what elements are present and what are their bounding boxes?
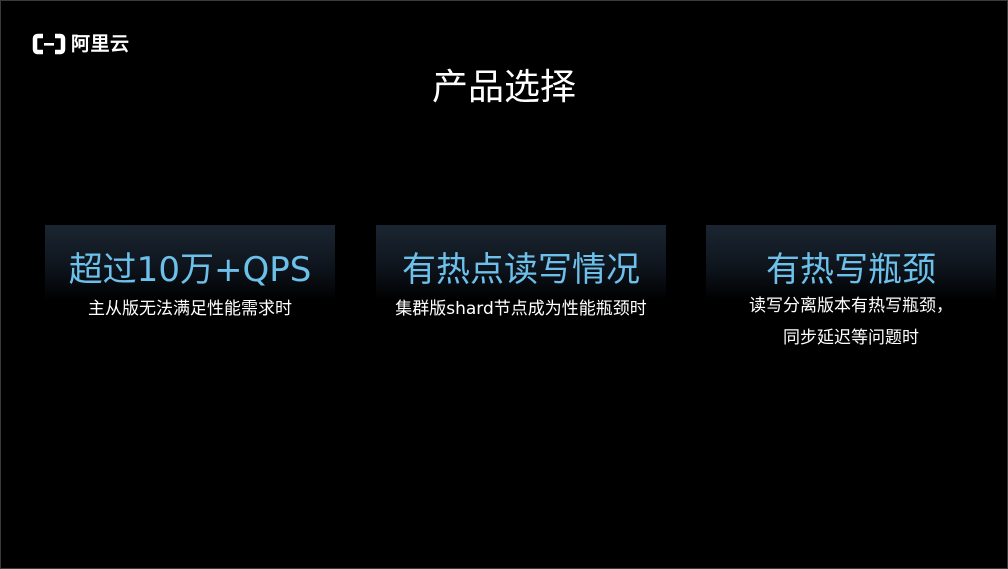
card-description-line: 读写分离版本有热写瓶颈， xyxy=(749,296,953,316)
card-headline: 有热点读写情况 xyxy=(402,250,640,290)
card-description: 主从版无法满足性能需求时 xyxy=(25,293,355,325)
card-headline: 有热写瓶颈 xyxy=(766,250,936,290)
card-description-line: 集群版shard节点成为性能瓶颈时 xyxy=(395,299,647,319)
logo-text: 阿里云 xyxy=(71,33,130,55)
slide-title: 产品选择 xyxy=(431,67,576,108)
card-description: 集群版shard节点成为性能瓶颈时 xyxy=(356,293,686,325)
aliyun-logo: 阿里云 xyxy=(32,32,130,56)
card-high-qps: 超过10万+QPS 主从版无法满足性能需求时 xyxy=(45,225,335,319)
card-headline: 超过10万+QPS xyxy=(68,250,312,290)
card-hot-write: 有热写瓶颈 读写分离版本有热写瓶颈， 同步延迟等问题时 xyxy=(706,225,996,348)
card-description: 读写分离版本有热写瓶颈， 同步延迟等问题时 xyxy=(686,290,1008,354)
aliyun-bracket-logo-icon xyxy=(32,33,66,55)
card-hotspot-rw: 有热点读写情况 集群版shard节点成为性能瓶颈时 xyxy=(376,225,666,319)
card-description-line: 主从版无法满足性能需求时 xyxy=(88,299,292,319)
card-description-line: 同步延迟等问题时 xyxy=(783,328,919,348)
